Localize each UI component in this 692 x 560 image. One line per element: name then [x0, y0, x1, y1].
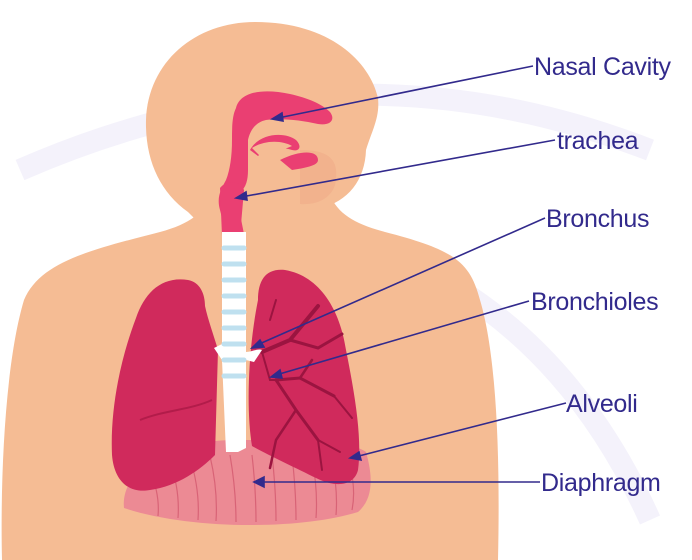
label-alveoli: Alveoli: [566, 390, 638, 418]
pharynx-upper: [220, 182, 244, 236]
label-bronchioles: Bronchioles: [531, 288, 658, 316]
label-trachea: trachea: [557, 127, 639, 155]
label-nasal-cavity: Nasal Cavity: [534, 53, 672, 81]
label-bronchus: Bronchus: [546, 205, 649, 233]
head-shape: [146, 22, 378, 232]
label-diaphragm: Diaphragm: [541, 469, 661, 497]
